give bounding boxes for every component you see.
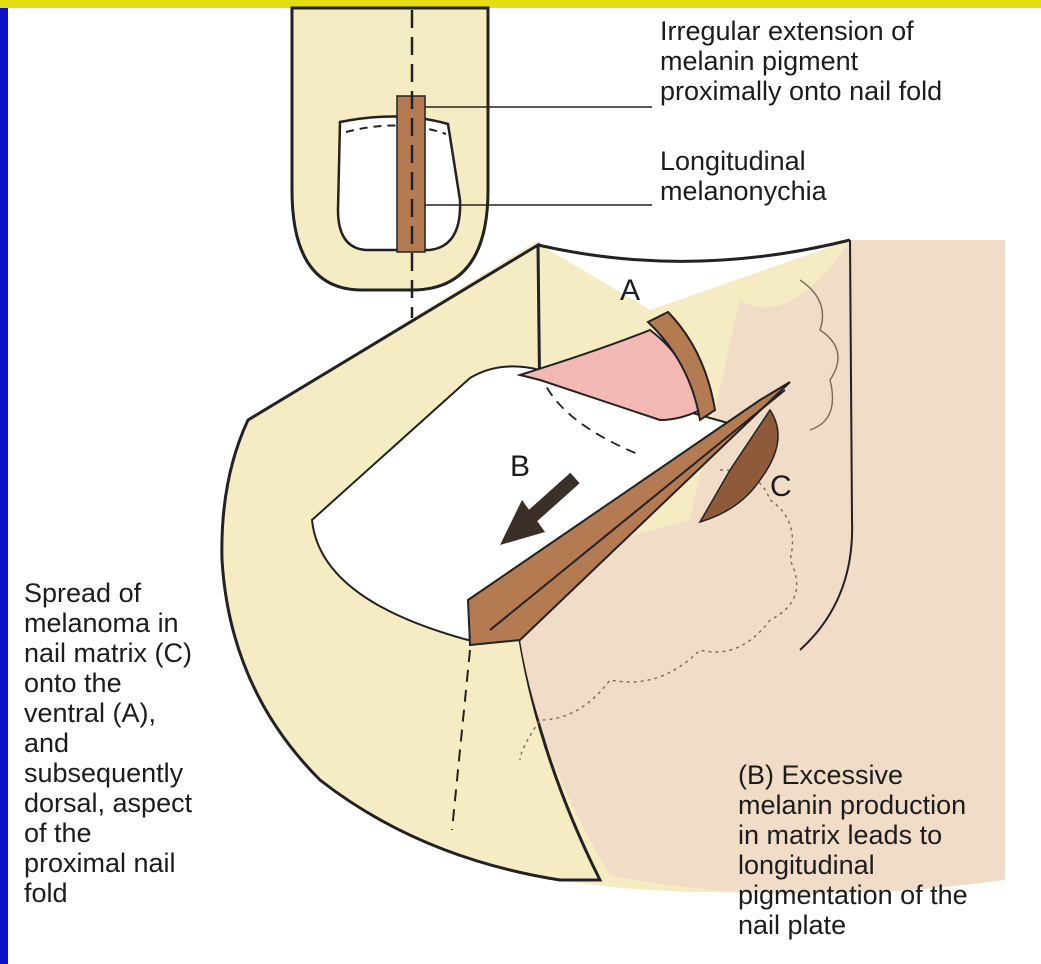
fingertip-diagram-icon xyxy=(292,8,652,318)
letter-a: A xyxy=(620,276,640,306)
label-spread-of-melanoma: Spread of melanoma in nail matrix (C) on… xyxy=(24,578,192,908)
label-excessive-melanin: (B) Excessive melanin production in matr… xyxy=(738,760,968,940)
label-longitudinal-melanonychia: Longitudinal melanonychia xyxy=(660,146,827,206)
letter-c: C xyxy=(770,472,792,502)
label-proximal-extension: Irregular extension of melanin pigment p… xyxy=(660,16,942,106)
letter-b: B xyxy=(510,452,530,482)
